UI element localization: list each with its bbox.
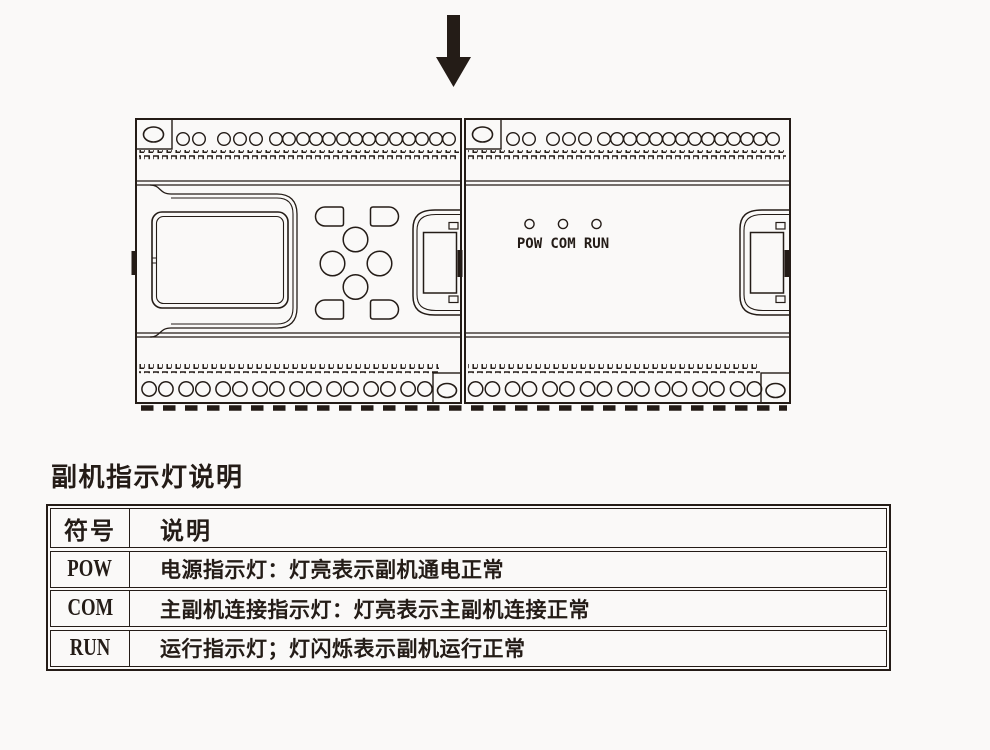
master-unit-drawing [131, 118, 463, 404]
keypad [314, 206, 400, 320]
panel-groove-lines [136, 180, 461, 338]
key-top-left [314, 206, 345, 227]
description-run: 运行指示灯；灯闪烁表示副机运行正常 [160, 637, 526, 661]
status-leds [524, 218, 602, 230]
description-pow: 电源指示灯：灯亮表示副机通电正常 [160, 558, 504, 582]
slave-unit-drawing: POW COM RUN [464, 118, 791, 404]
top-terminal-row [506, 131, 780, 147]
screen-bezel-outline [149, 184, 298, 338]
table-row: RUN 运行指示灯；灯闪烁表示副机运行正常 [50, 629, 887, 667]
indicator-table: 符号 说明 POW 电源指示灯：灯亮表示副机通电正常 COM 主副机连接指示灯：… [46, 504, 891, 671]
key-bottom-right [369, 299, 400, 320]
symbol-pow: POW [67, 555, 113, 582]
pow-led-label: POW [517, 236, 543, 252]
panel-groove-lines [465, 180, 790, 338]
description-com: 主副机连接指示灯：灯亮表示主副机连接正常 [160, 597, 590, 622]
key-up [342, 226, 369, 253]
zigzag-strip-top [139, 150, 459, 160]
lcd-screen [151, 211, 289, 309]
bottom-terminal-row [141, 381, 433, 397]
bottom-terminal-row [467, 381, 763, 397]
screw-hole-top-left [464, 118, 502, 150]
screw-hole-bottom-right [432, 372, 462, 404]
zigzag-strip-top [468, 150, 786, 160]
key-right [366, 250, 393, 277]
header-symbol: 符号 [51, 509, 130, 547]
section-title: 副机指示灯说明 [51, 463, 244, 492]
symbol-com: COM [67, 595, 113, 621]
pow-led [524, 218, 535, 230]
zigzag-strip-bottom [139, 364, 439, 374]
bus-tab-left-edge [131, 251, 137, 275]
table-row: POW 电源指示灯：灯亮表示副机通电正常 [50, 550, 887, 588]
key-top-right [369, 206, 400, 227]
key-down [342, 273, 369, 301]
plc-modules-diagram: POW COM RUN [131, 15, 791, 411]
down-arrow-icon [436, 15, 471, 87]
key-left [319, 250, 346, 277]
symbol-run: RUN [69, 634, 111, 661]
screw-hole-top-left [135, 118, 173, 150]
expansion-connector-right [739, 209, 790, 316]
header-description: 说明 [160, 518, 212, 545]
com-led [557, 218, 569, 230]
table-header-row: 符号 说明 [50, 508, 887, 548]
screw-hole-bottom-right [760, 372, 791, 404]
table-row: COM 主副机连接指示灯：灯亮表示主副机连接正常 [50, 590, 887, 627]
run-led [591, 218, 602, 230]
com-led-label: COM [550, 236, 575, 252]
run-led-label: RUN [584, 236, 609, 252]
key-bottom-left [314, 299, 345, 320]
expansion-connector-right [412, 209, 463, 316]
zigzag-strip-bottom [468, 364, 760, 374]
top-terminal-row [175, 131, 456, 147]
